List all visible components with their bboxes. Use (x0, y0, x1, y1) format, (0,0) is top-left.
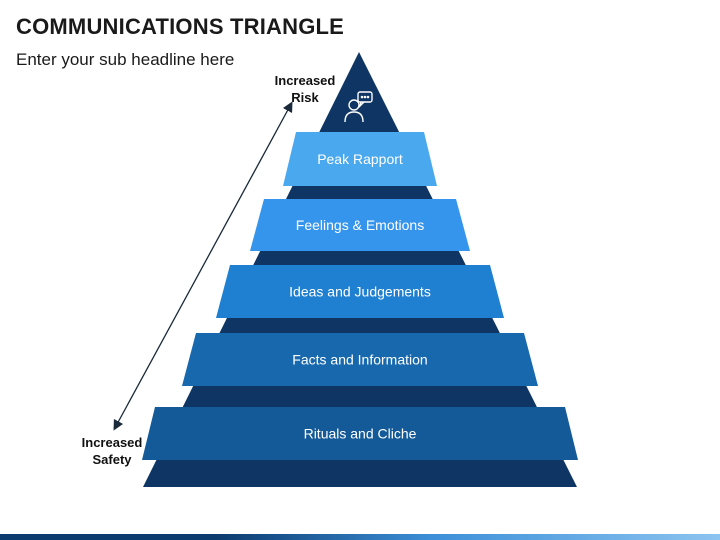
footer-accent-bar (0, 534, 720, 540)
pyramid-level-4-label: Facts and Information (292, 352, 427, 368)
pyramid-level-2 (250, 199, 470, 251)
pyramid-level-3-label: Ideas and Judgements (289, 284, 431, 300)
pyramid-level-1-label: Peak Rapport (317, 151, 403, 167)
increased-risk-label: Increased Risk (274, 73, 336, 105)
page-title: COMMUNICATIONS TRIANGLE (16, 14, 345, 39)
increased-safety-label: Increased Safety (81, 435, 143, 467)
pyramid-level-2-label: Feelings & Emotions (296, 217, 424, 233)
person-speech-bubble-icon (344, 91, 373, 123)
risk-safety-arrow (113, 101, 293, 431)
pyramid-level-1 (283, 132, 437, 186)
pyramid-level-5-label: Rituals and Cliche (304, 426, 417, 442)
page-subtitle: Enter your sub headline here (16, 50, 235, 69)
